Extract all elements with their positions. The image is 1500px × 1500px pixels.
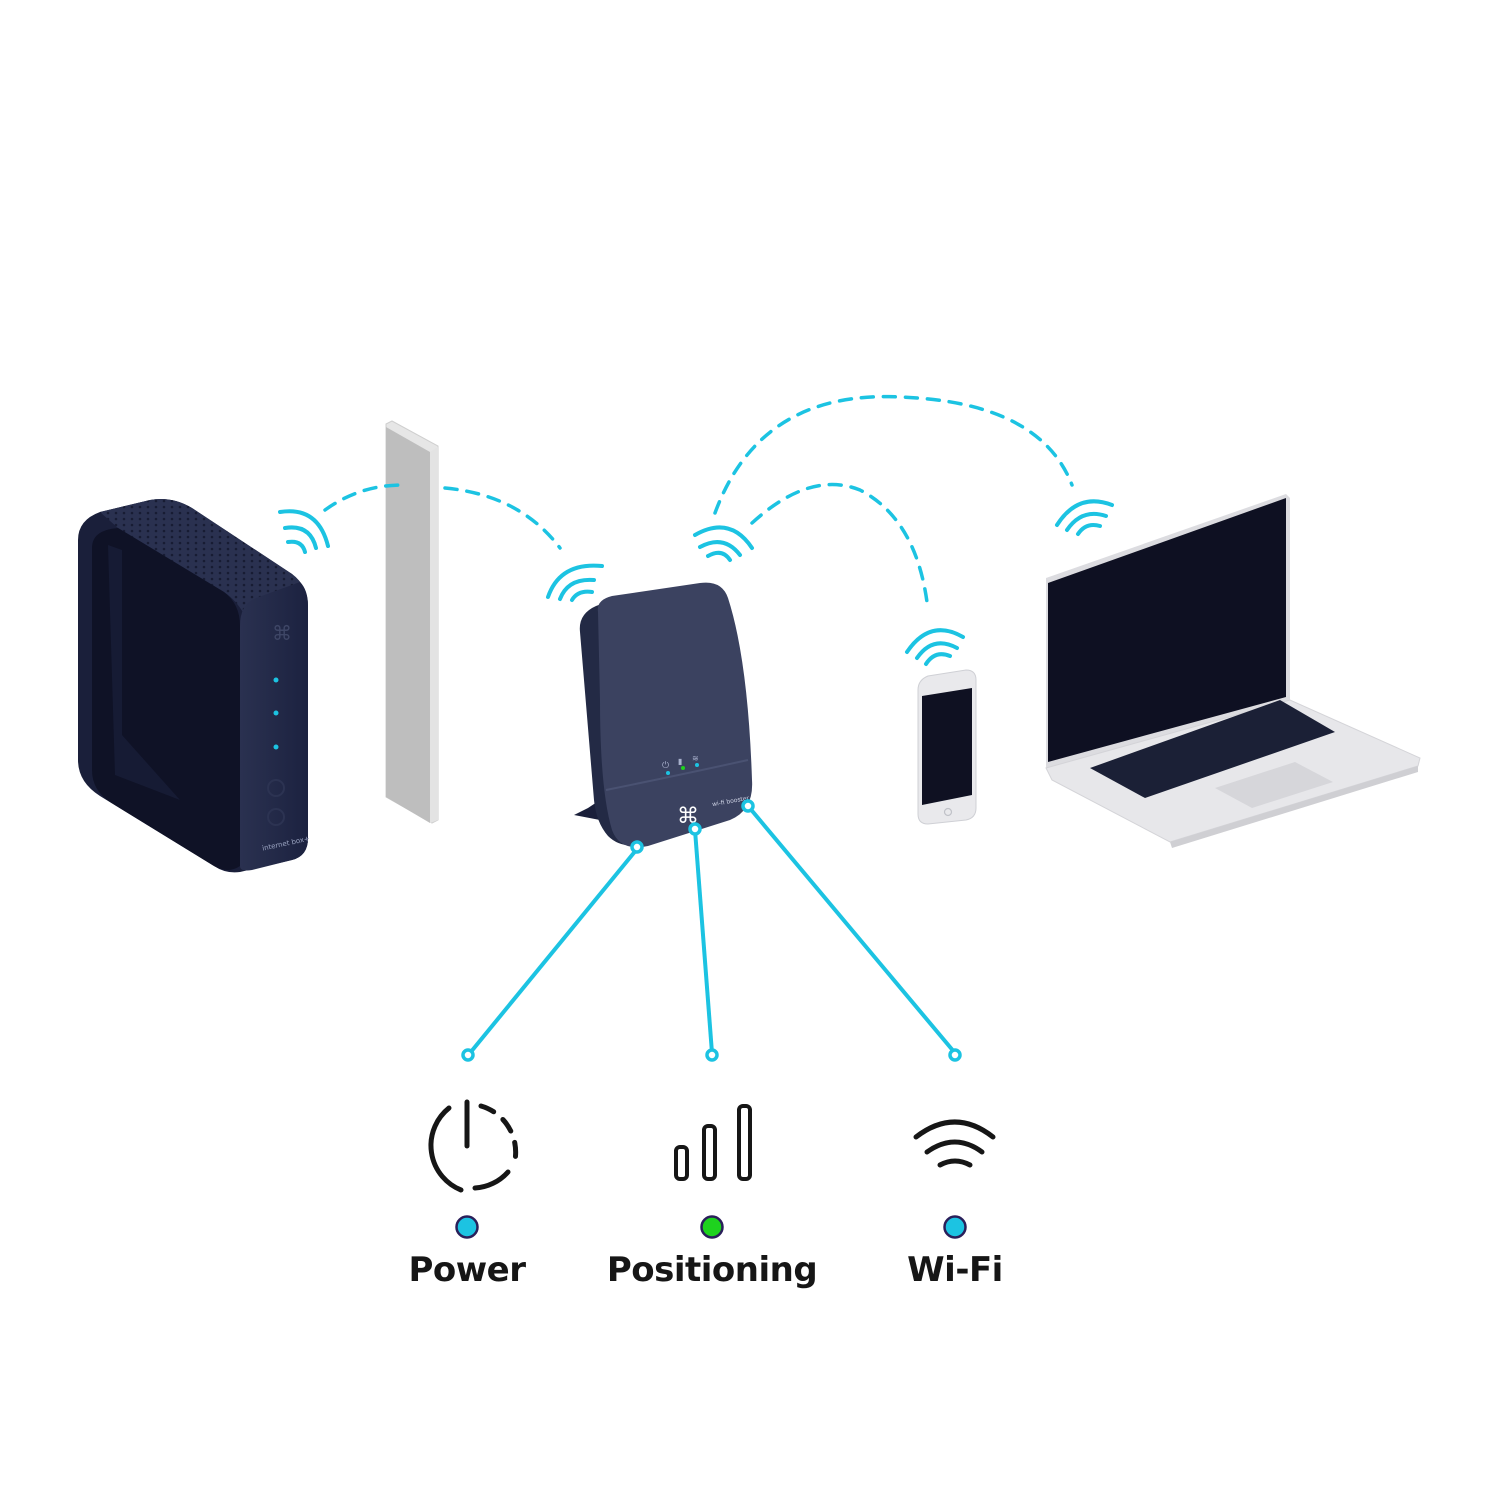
power-icon [428, 1099, 519, 1193]
callout-end-wifi [948, 1048, 962, 1062]
router: ⌘ internet box+ [78, 499, 311, 873]
callout-line-power [468, 847, 639, 1055]
label-positioning: Positioning [606, 1250, 818, 1290]
laptop-trackpad [1215, 762, 1333, 808]
laptop [1045, 494, 1421, 848]
signal-path-wall-to-booster [443, 486, 562, 550]
callout-anchor-power [630, 840, 644, 854]
booster-wifi-icon: ≋ [692, 754, 699, 763]
label-wifi: Wi-Fi [907, 1250, 1003, 1290]
router-wifi-button [267, 779, 285, 797]
led-power [455, 1215, 479, 1239]
signal-path-router-to-wall [323, 483, 404, 512]
booster-power-icon: ⏻ [662, 760, 669, 771]
booster-led-power [666, 771, 670, 775]
booster-led-wifi [695, 763, 699, 767]
signal-path-booster-to-laptop [713, 394, 1074, 515]
router-logo: ⌘ [272, 621, 292, 645]
router-led-wifi [273, 744, 279, 750]
booster-positioning-icon: ▮ [678, 757, 682, 766]
label-power: Power [408, 1250, 526, 1290]
router-wps-button [267, 808, 285, 826]
wifi-waves-booster-incoming [546, 563, 604, 602]
wifi-icon [913, 1119, 996, 1168]
led-positioning [700, 1215, 724, 1239]
smartphone [917, 669, 977, 825]
phone-home-button [943, 807, 953, 817]
callout-end-positioning [705, 1048, 719, 1062]
wifi-waves-laptop [1055, 499, 1114, 536]
wifi-waves-booster-outgoing [693, 525, 754, 562]
wifi-waves-router [278, 509, 330, 554]
wall [385, 420, 439, 824]
booster-led-positioning [681, 766, 685, 770]
wifi-booster: ⏻ ▮ ≋ ⌘ wi-fi booster [574, 582, 753, 848]
callout-anchor-wifi [741, 799, 755, 813]
router-led-internet [273, 677, 279, 683]
callout-end-power [461, 1048, 475, 1062]
router-led-phone [273, 710, 279, 716]
signal-bars-icon [674, 1104, 752, 1181]
laptop-screen [1048, 498, 1286, 762]
callout-line-wifi [746, 804, 957, 1055]
wifi-waves-phone [905, 628, 965, 666]
callout-line-positioning [693, 829, 714, 1054]
led-wifi [943, 1215, 967, 1239]
laptop-keyboard [1090, 700, 1335, 798]
signal-path-booster-to-phone [750, 482, 930, 612]
phone-screen [922, 688, 972, 805]
callout-anchor-positioning [688, 822, 702, 836]
